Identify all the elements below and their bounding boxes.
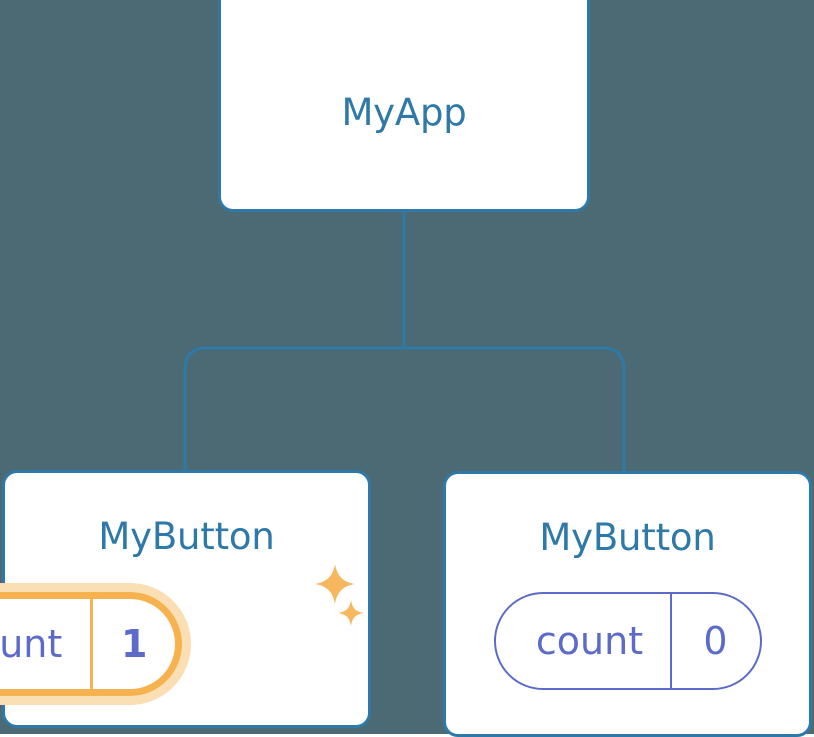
- node-title: MyApp: [341, 91, 467, 134]
- node-title: MyButton: [98, 515, 275, 558]
- state-value: 0: [669, 594, 760, 688]
- state-chip-glow: [0, 583, 191, 705]
- node-title: MyButton: [539, 516, 716, 559]
- edge-root-to-child-1: [183, 346, 404, 472]
- state-chip[interactable]: count 0: [493, 592, 762, 690]
- state-chip-wrapper[interactable]: count 0: [493, 592, 762, 690]
- sparkle-small-icon: [338, 600, 364, 626]
- state-key: count: [0, 622, 63, 666]
- node-myapp[interactable]: MyApp: [218, 0, 590, 212]
- node-mybutton-1[interactable]: MyButton count 1: [0, 470, 371, 728]
- sparkle-large-icon: [315, 564, 355, 604]
- edge-root-to-child-2: [404, 346, 626, 472]
- node-mybutton-2[interactable]: MyButton count 0: [443, 471, 812, 737]
- state-chip[interactable]: count 1: [0, 592, 182, 696]
- state-chip-highlighted[interactable]: count 1: [0, 583, 191, 705]
- state-key: count: [535, 619, 644, 663]
- state-value: 1: [90, 599, 175, 689]
